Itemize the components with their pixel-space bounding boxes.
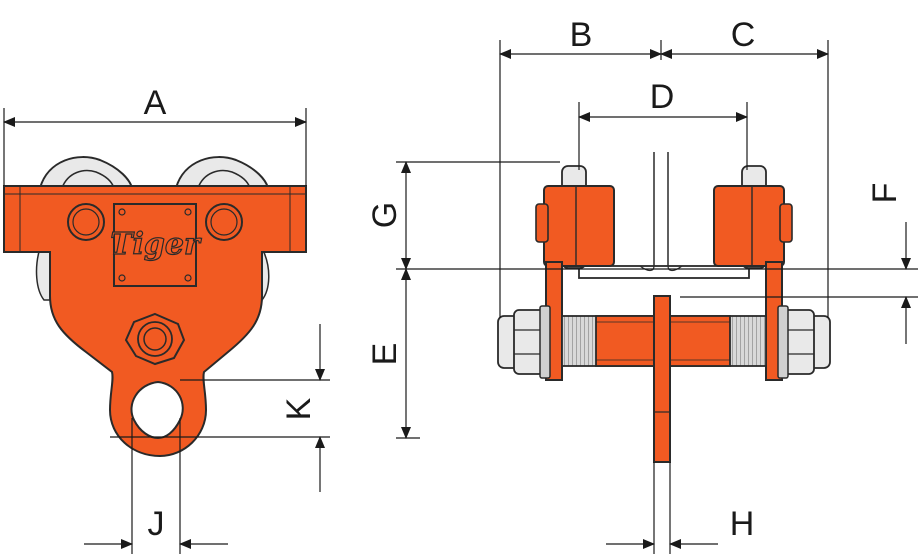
center-nut [124,312,186,366]
dimension-labels: A B C D G E F K J H [144,16,904,543]
hook-eye [130,380,184,440]
hanger-plate [653,295,671,463]
side-plate-right [713,165,793,381]
label-a: A [144,84,167,122]
front-wheel-right [174,156,270,189]
front-wheel-left [38,156,134,189]
side-view [497,152,831,463]
label-h: H [730,505,755,543]
label-c: C [731,16,756,54]
front-view: Tiger [3,156,307,458]
label-b: B [570,16,593,54]
end-nut-right [777,305,831,379]
side-plate-left [535,165,615,381]
label-k: K [280,397,318,420]
logo-plate: Tiger [110,203,203,287]
label-j: J [148,505,165,543]
end-nut-left [497,305,551,379]
label-e: E [366,343,404,366]
dimension-lines [3,40,918,554]
label-g: G [366,202,404,228]
label-f: F [866,183,904,204]
brand-logo: Tiger [110,227,202,262]
label-d: D [650,78,675,116]
